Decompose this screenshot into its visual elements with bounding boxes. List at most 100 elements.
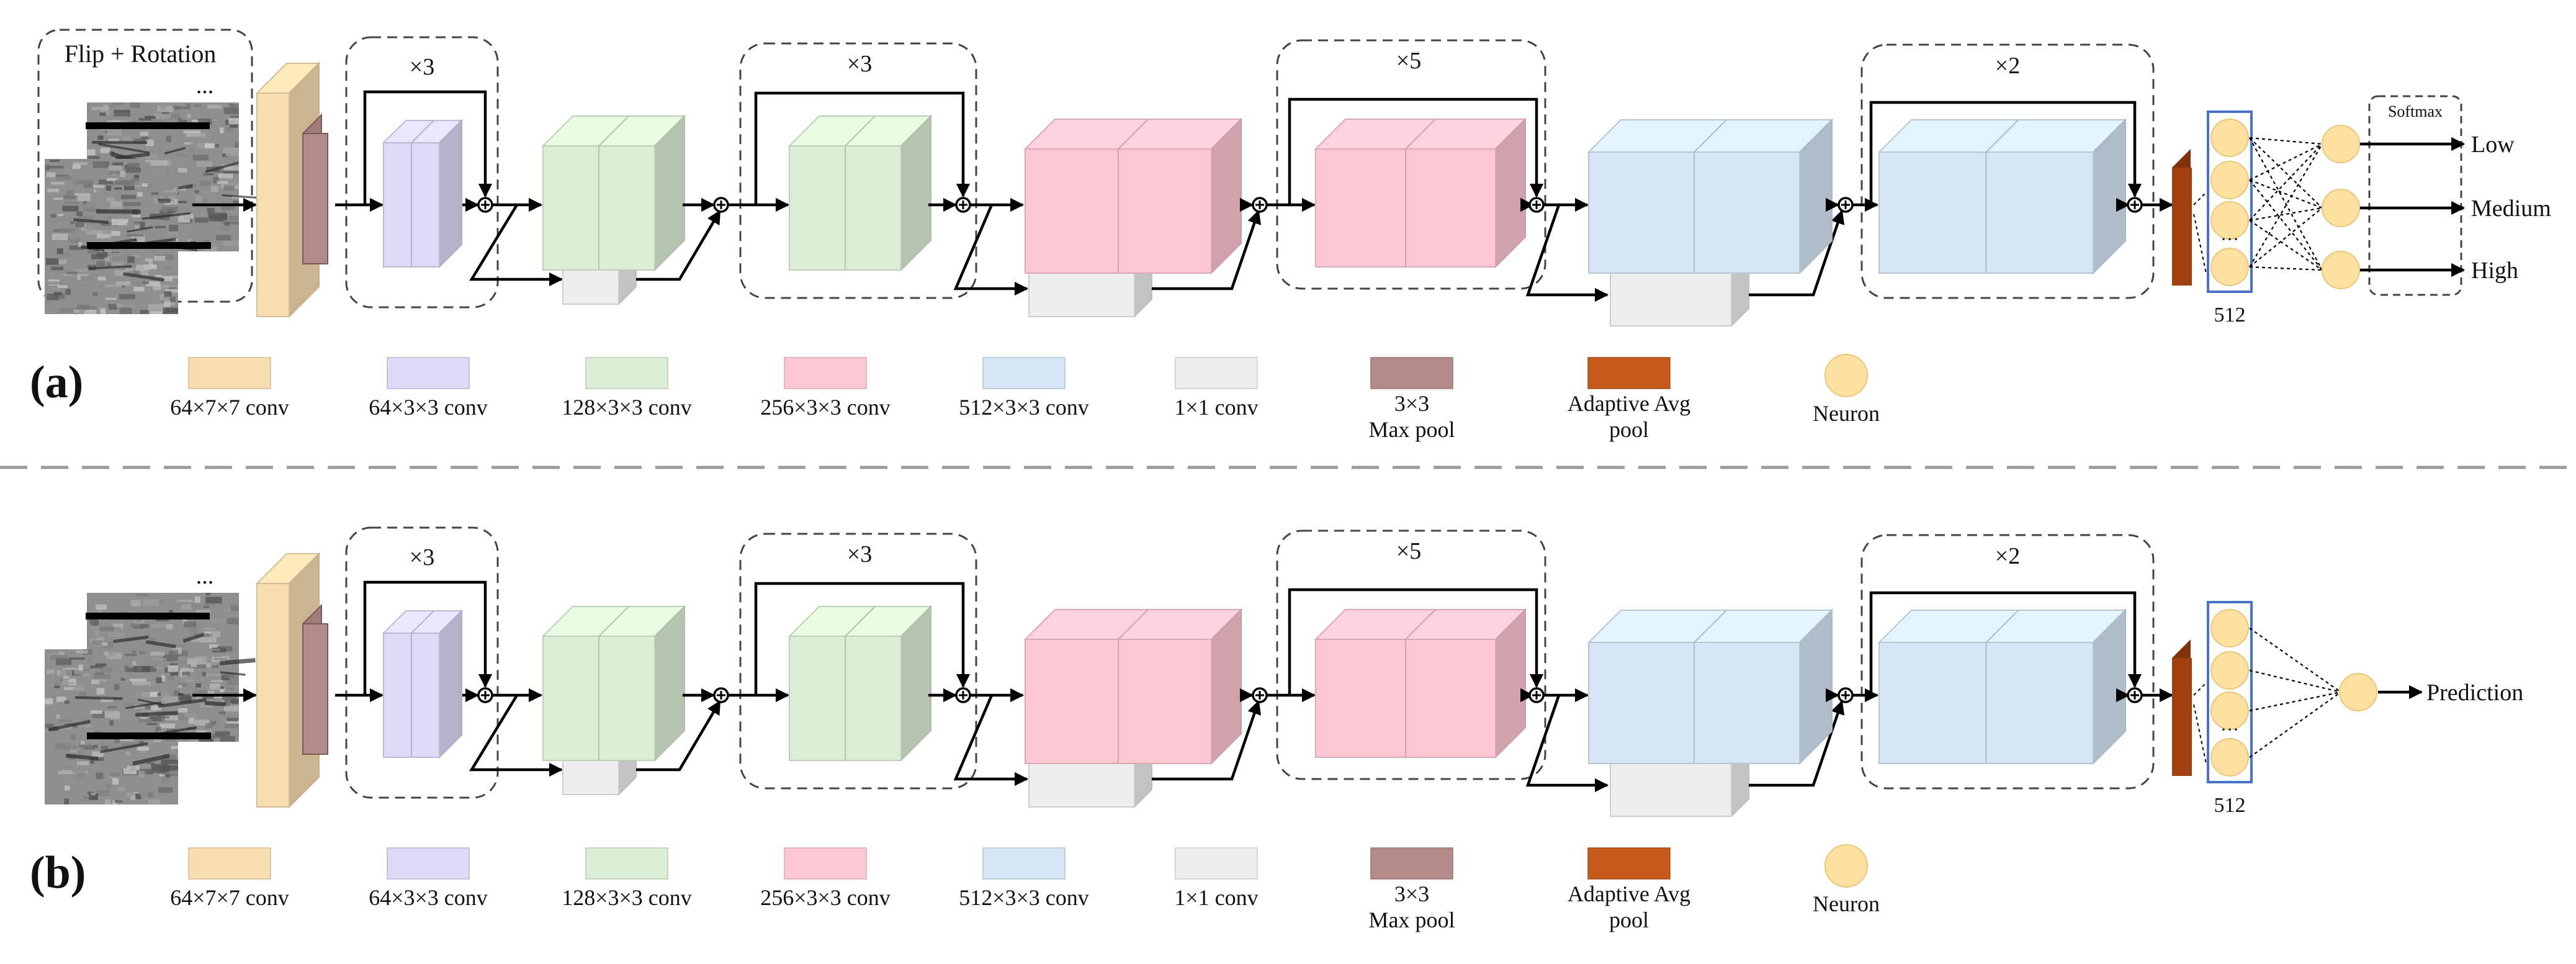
image-grain bbox=[87, 149, 96, 156]
repeat-label: ×3 bbox=[410, 54, 434, 80]
image-grain bbox=[227, 687, 235, 691]
image-crack bbox=[123, 272, 164, 282]
image-grain bbox=[210, 186, 219, 192]
image-grain bbox=[123, 202, 141, 207]
image-grain bbox=[182, 672, 190, 676]
maxpool-block bbox=[302, 133, 328, 264]
image-grain bbox=[192, 155, 209, 160]
stage1: ×3 bbox=[335, 36, 499, 309]
image-grain bbox=[132, 255, 140, 258]
box-side bbox=[439, 119, 462, 269]
arrow-path bbox=[636, 210, 721, 281]
connector-line bbox=[2249, 179, 2323, 209]
add-node bbox=[1252, 687, 1268, 703]
image-grain bbox=[83, 204, 97, 209]
image-grain bbox=[53, 197, 65, 200]
image-grain bbox=[136, 264, 151, 271]
image-grain bbox=[134, 225, 140, 231]
legend-swatch bbox=[188, 847, 271, 880]
image-grain bbox=[193, 690, 208, 696]
image-crack bbox=[158, 698, 207, 708]
image-grain bbox=[217, 181, 228, 184]
skip-connection bbox=[1288, 97, 1544, 205]
box-divider bbox=[845, 115, 876, 146]
image-grain bbox=[105, 297, 117, 300]
image-crack bbox=[135, 711, 178, 717]
image-grain bbox=[90, 739, 99, 746]
image-grain bbox=[53, 277, 65, 280]
image-grain bbox=[97, 135, 104, 140]
image-grain bbox=[75, 650, 88, 654]
image-grain bbox=[133, 239, 138, 245]
image-grain bbox=[87, 791, 94, 795]
image-grain bbox=[115, 281, 131, 286]
image-grain bbox=[66, 271, 78, 274]
box-divider bbox=[1118, 119, 1149, 150]
image-grain bbox=[54, 683, 60, 688]
connector-line bbox=[2249, 691, 2341, 758]
legend-label: 64×7×7 conv bbox=[170, 395, 289, 420]
image-grain bbox=[96, 790, 110, 796]
image-grain bbox=[219, 165, 224, 172]
image-grain bbox=[147, 762, 155, 764]
image-grain bbox=[205, 723, 213, 729]
image-grain bbox=[194, 596, 201, 603]
image-grain bbox=[126, 792, 133, 798]
conv512-block bbox=[1877, 118, 2127, 275]
image-grain bbox=[230, 605, 239, 611]
image-grain bbox=[195, 683, 202, 688]
legend-item: 512×3×3 conv bbox=[959, 357, 1089, 420]
image-crack bbox=[220, 671, 246, 676]
image-grain bbox=[187, 627, 198, 633]
image-grain bbox=[135, 691, 150, 698]
legend-swatch bbox=[585, 357, 668, 389]
image-grain bbox=[143, 599, 159, 606]
image-grain bbox=[130, 102, 140, 108]
connector-line bbox=[2193, 704, 2207, 764]
skip-connection bbox=[1288, 588, 1544, 695]
image-grain bbox=[148, 800, 161, 804]
image-crack bbox=[127, 226, 153, 233]
image-grain bbox=[146, 281, 161, 287]
image-grain bbox=[111, 231, 120, 236]
image-grain bbox=[145, 258, 153, 262]
image-grain bbox=[73, 179, 79, 185]
image-grain bbox=[169, 110, 179, 113]
image-crack bbox=[99, 742, 148, 754]
add-node bbox=[2127, 197, 2143, 213]
image-crack bbox=[220, 658, 256, 665]
conv256-block bbox=[1314, 608, 1527, 759]
image-grain bbox=[178, 168, 187, 173]
image-grain bbox=[209, 683, 220, 690]
image-grain bbox=[194, 719, 209, 726]
image-grain bbox=[50, 182, 65, 185]
image-grain bbox=[132, 215, 141, 217]
image-grain bbox=[156, 677, 163, 683]
image-grain bbox=[63, 195, 76, 199]
image-grain bbox=[220, 127, 224, 133]
image-grain bbox=[78, 241, 83, 247]
repeat-box-stage3 bbox=[1276, 39, 1546, 290]
image-grain bbox=[189, 664, 207, 669]
image-grain bbox=[133, 181, 142, 186]
image-grain bbox=[45, 723, 54, 729]
image-grain bbox=[102, 230, 112, 235]
repeat-label: ×2 bbox=[1995, 53, 2020, 79]
legend-label: 128×3×3 conv bbox=[562, 885, 692, 910]
image-grain bbox=[179, 120, 187, 125]
image-grain bbox=[176, 200, 187, 204]
image-grain bbox=[210, 680, 223, 682]
image-grain bbox=[195, 196, 202, 202]
repeat-label: ×2 bbox=[1995, 543, 2020, 569]
image-grain bbox=[233, 200, 239, 206]
image-grain bbox=[189, 739, 204, 742]
image-grain bbox=[164, 291, 172, 297]
arrow-path bbox=[1152, 700, 1262, 781]
image-grain bbox=[136, 747, 150, 750]
image-grain bbox=[91, 793, 96, 795]
